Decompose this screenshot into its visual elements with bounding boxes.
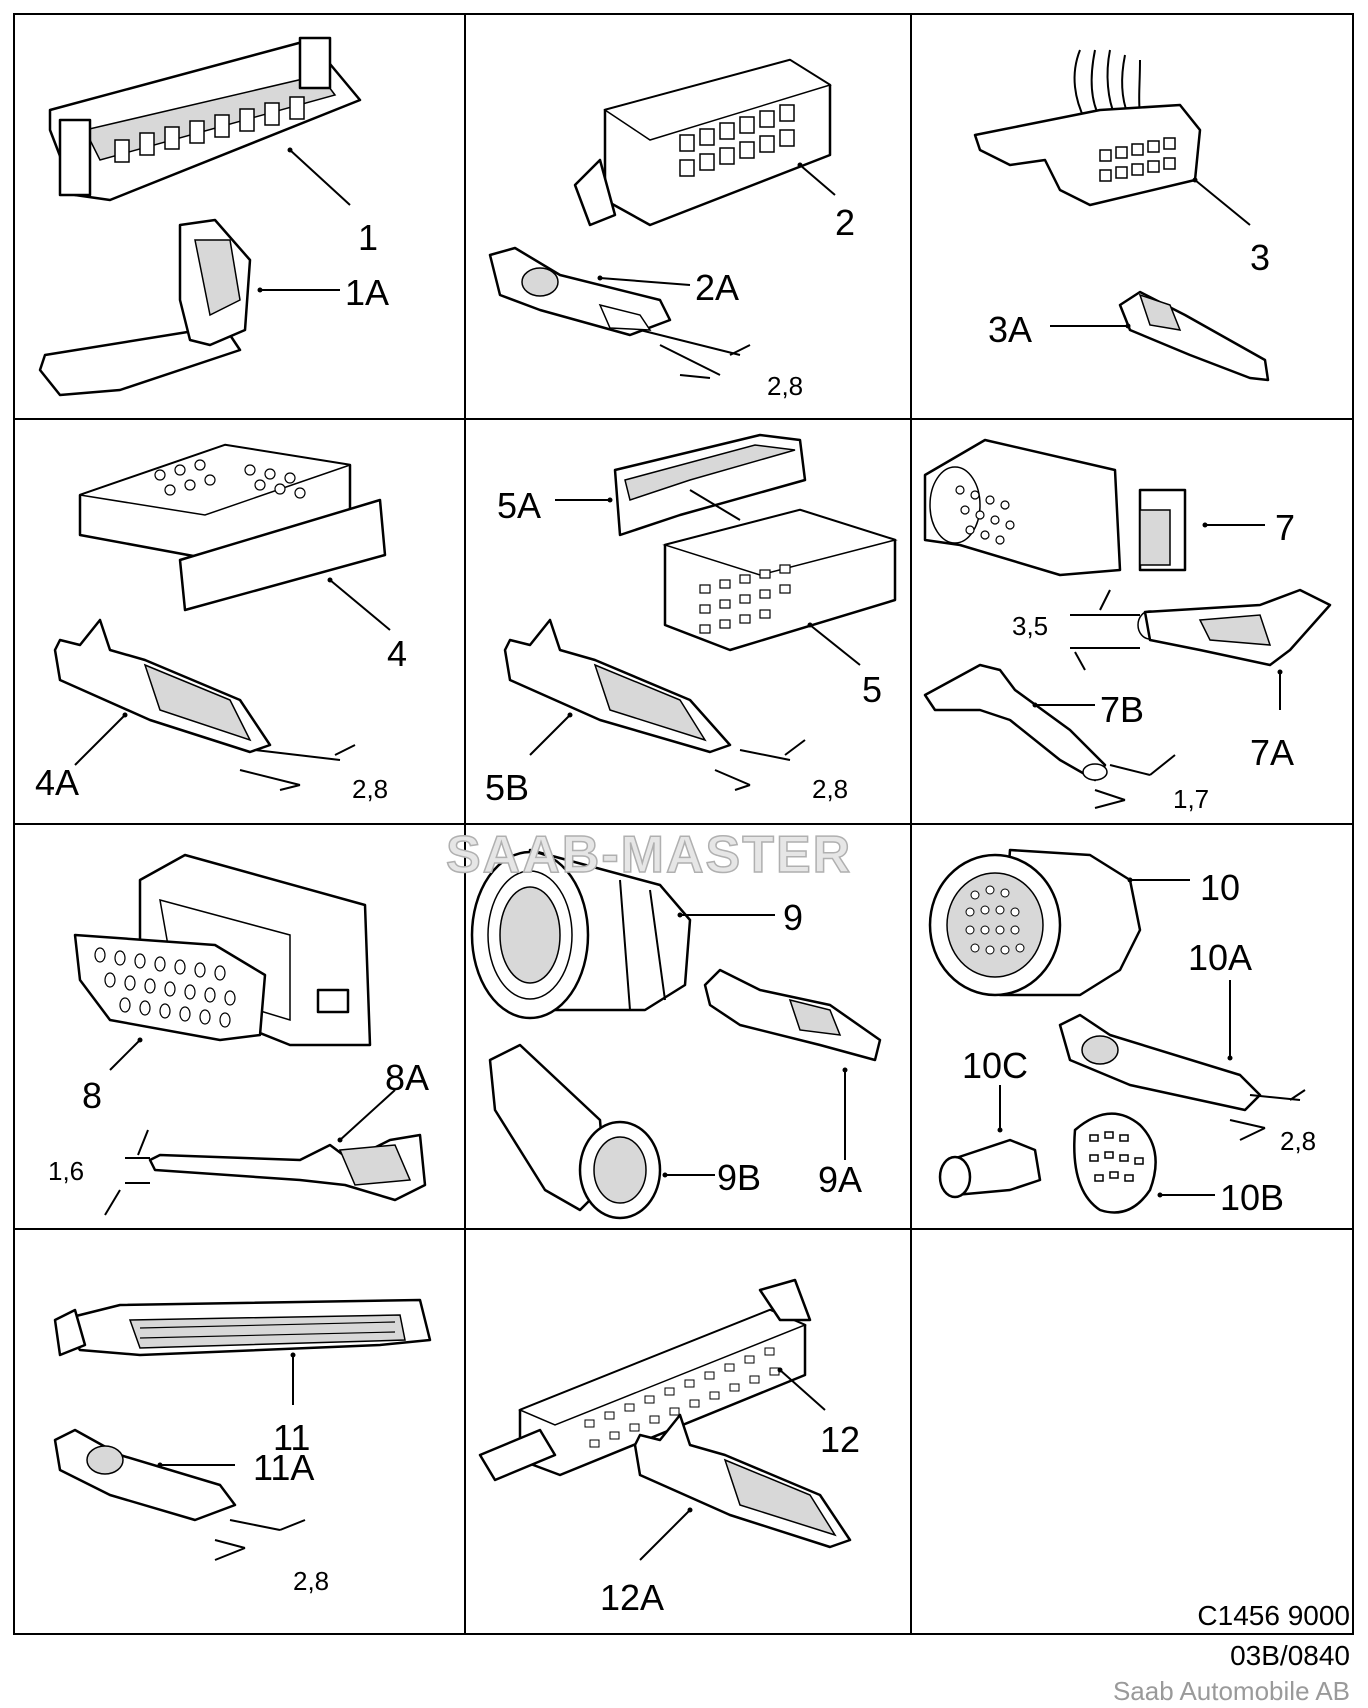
dim-4-arrows [239,744,356,791]
leader-5 [809,624,861,666]
terminal-2A-drawing [488,246,672,337]
leader-5B [529,714,571,756]
terminal-12A-drawing [633,1413,852,1549]
dim-label-11: 2,8 [293,1566,329,1596]
terminal-5B-drawing [503,618,732,754]
boot-9B-drawing [488,1043,662,1220]
leader-2A [599,277,691,286]
terminal-3A-drawing [1118,290,1270,382]
connector-1-drawing [48,36,362,202]
label-2A: 2A [695,267,739,308]
label-9A: 9A [818,1159,862,1200]
label-5A: 5A [497,485,541,526]
dim-8-arrows [104,1129,150,1216]
revision-code: 03B/0840 [1230,1640,1350,1671]
label-9B: 9B [717,1157,761,1198]
connector-3-drawing [973,49,1202,207]
label-2: 2 [835,202,855,243]
brand-caption: Saab Automobile AB [1113,1676,1350,1706]
label-4A: 4A [35,762,79,803]
label-10C: 10C [962,1045,1028,1086]
label-7B: 7B [1100,689,1144,730]
pin-7B-drawing [923,663,1108,782]
label-1: 1 [358,217,378,258]
terminal-11A-drawing [53,1428,237,1522]
label-9: 9 [783,897,803,938]
dim-11-arrows [214,1519,306,1561]
terminal-8A-drawing [148,1133,427,1202]
label-10: 10 [1200,867,1240,908]
terminal-9A-drawing [703,968,882,1062]
label-4: 4 [387,633,407,674]
seal-10B-drawing [1073,1112,1157,1214]
cover-5A-drawing [613,433,807,537]
label-1A: 1A [345,272,389,313]
label-3A: 3A [988,309,1032,350]
leader-8A [339,1089,396,1141]
label-11A: 11A [253,1447,314,1488]
label-10A: 10A [1188,937,1252,978]
connector-8-drawing [73,853,372,1047]
dim-label-4: 2,8 [352,774,388,804]
terminal-1A-drawing [38,218,252,397]
dim-5-arrows [714,739,806,791]
connector-4-drawing [78,443,387,612]
connector-11-drawing [53,1298,432,1357]
connector-10-drawing [928,848,1142,997]
dim-2-arrows [639,329,751,379]
label-12: 12 [820,1419,860,1460]
connector-12-drawing [478,1278,812,1482]
connector-9-drawing [470,848,692,1020]
label-7: 7 [1275,507,1295,548]
dim-7a-arrows [1070,589,1140,671]
cell-2 [464,13,912,420]
leader-4A [74,714,126,766]
connector-7-drawing [923,438,1187,577]
leader-12A [639,1509,691,1561]
figure-code: C1456 9000 [1197,1600,1350,1631]
label-11: 11 [273,1417,310,1458]
dim-label-7a: 3,5 [1012,611,1048,641]
dim-label-2: 2,8 [767,371,803,401]
leader-3 [1194,179,1251,226]
dim-10-arrows [1229,1089,1306,1141]
label-5B: 5B [485,767,529,808]
label-3: 3 [1250,237,1270,278]
label-10B: 10B [1220,1177,1284,1218]
label-12A: 12A [600,1577,664,1618]
connector-5-drawing [662,508,898,652]
cell-11 [13,1228,466,1635]
label-8: 8 [82,1075,102,1116]
dim-label-7b: 1,7 [1173,784,1209,814]
dim-label-8: 1,6 [48,1156,84,1186]
terminal-4A-drawing [53,618,272,754]
grid-frame [13,13,1354,1635]
dim-7b-arrows [1094,754,1176,809]
leader-4 [329,579,391,631]
connector-2-drawing [573,58,832,227]
watermark: SAAB-MASTER [446,826,852,884]
leader-12 [779,1369,826,1411]
label-8A: 8A [385,1057,429,1098]
leader-2 [799,164,836,196]
cell-empty [910,1228,1354,1635]
dim-label-5: 2,8 [812,774,848,804]
leader-8 [109,1039,141,1071]
leader-1 [289,149,351,206]
dim-label-10: 2,8 [1280,1126,1316,1156]
label-5: 5 [862,669,882,710]
cell-3 [910,13,1354,420]
label-7A: 7A [1250,732,1294,773]
plug-10C-drawing [938,1138,1042,1199]
terminal-7A-drawing [1137,588,1332,667]
